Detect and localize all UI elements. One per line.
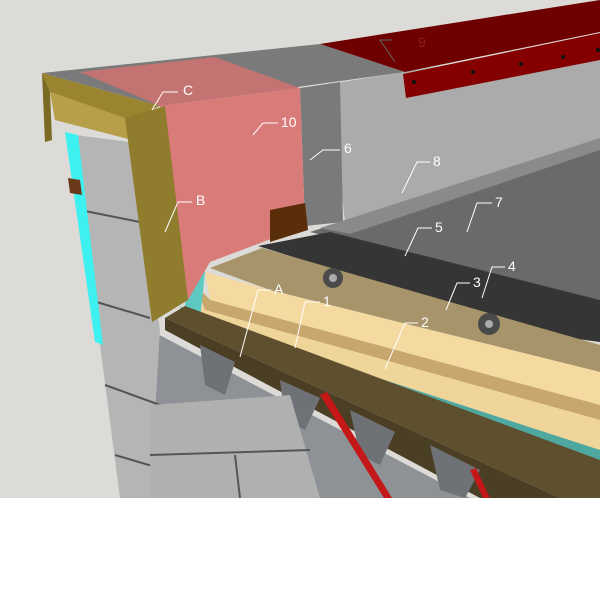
leader-lines — [151, 91, 505, 370]
label-9: 9 — [418, 34, 426, 50]
label-10: 10 — [281, 114, 297, 130]
steel-member-2 — [470, 468, 490, 498]
underlay-membrane — [258, 232, 600, 342]
label-4: 4 — [508, 258, 516, 274]
insulation-lower — [195, 290, 600, 450]
timber-c — [50, 92, 132, 140]
label-3: 3 — [473, 274, 481, 290]
blockwork-lower — [150, 395, 320, 498]
label-c: C — [183, 82, 193, 98]
upstand-wall — [330, 40, 600, 222]
insulation-joint — [196, 285, 600, 420]
flashing-screws — [412, 48, 600, 84]
upstand-membrane — [300, 82, 343, 226]
flashing-front — [403, 33, 600, 98]
label-6: 6 — [344, 140, 352, 156]
wall-tie — [68, 178, 82, 195]
label-1: 1 — [323, 293, 331, 309]
label-b: B — [196, 192, 205, 208]
label-5: 5 — [435, 219, 443, 235]
blockwork-wall — [75, 135, 160, 498]
deck-board — [165, 306, 600, 498]
roof-membrane — [310, 140, 600, 300]
label-8: 8 — [433, 153, 441, 169]
label-2: 2 — [421, 314, 429, 330]
timber-batten — [270, 203, 308, 242]
insulation-top-face — [210, 248, 600, 372]
pink-insulation-face — [160, 88, 305, 300]
label-a: A — [274, 281, 284, 297]
steel-member — [320, 392, 392, 498]
timber-top — [42, 73, 160, 120]
timber-b — [125, 106, 188, 322]
pink-top — [80, 57, 300, 106]
timber-lip — [42, 73, 52, 142]
insulation-upper — [205, 272, 600, 405]
membrane-lap — [320, 138, 600, 234]
label-7: 7 — [495, 194, 503, 210]
washer-fixings — [323, 268, 500, 335]
deck-board-edge — [165, 318, 560, 498]
